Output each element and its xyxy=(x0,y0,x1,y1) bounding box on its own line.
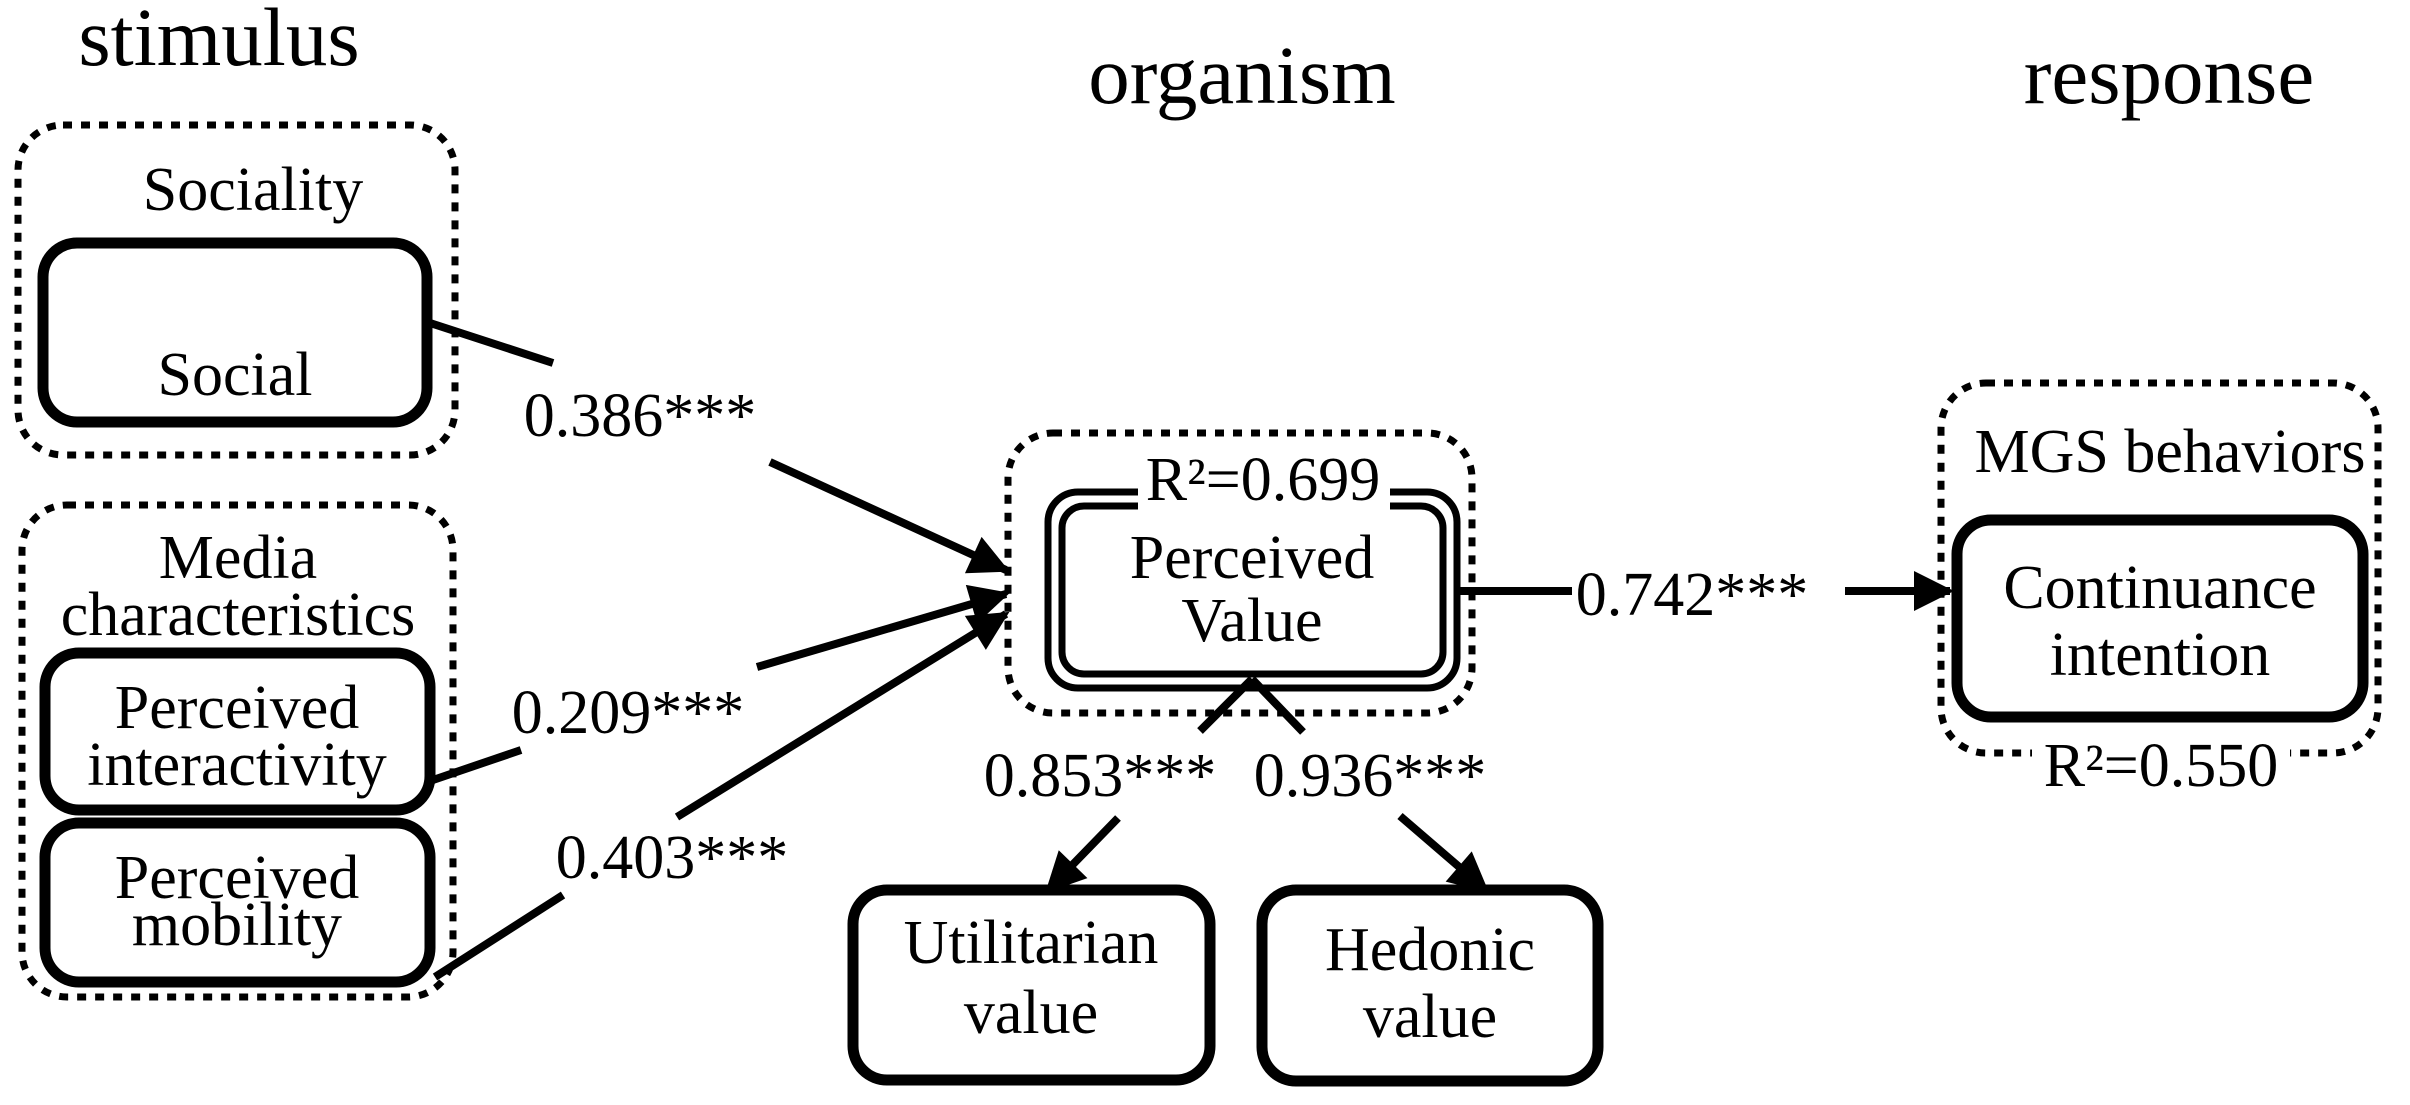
mgs-behaviors-group: MGS behaviors Continuance intention R²=0… xyxy=(1937,379,2382,800)
mgs-r-squared-mask xyxy=(2032,738,2290,796)
coefficient-mobility-to-perceived-value: 0.403*** xyxy=(556,824,789,892)
sociality-group-title: Sociality xyxy=(143,156,363,224)
continuance-intention-node-box xyxy=(1951,514,2369,723)
path-perceived-value-to-continuance: 0.742*** xyxy=(1457,561,1954,629)
utilitarian-value-label-line2: value xyxy=(964,979,1098,1047)
continuance-intention-label-line1: Continuance xyxy=(2003,554,2316,622)
hedonic-value-label-line2: value xyxy=(1363,983,1497,1051)
perceived-value-label-line1: Perceived xyxy=(1130,524,1374,592)
coefficient-perceived-value-to-continuance: 0.742*** xyxy=(1576,561,1809,629)
path-interactivity-segment-1 xyxy=(431,746,523,784)
path-hedonic-leg xyxy=(1249,676,1306,735)
mgs-behaviors-r-squared: R²=0.550 xyxy=(2044,732,2278,800)
utilitarian-value-node-box xyxy=(847,884,1216,1086)
media-characteristics-title-line2: characteristics xyxy=(61,581,416,649)
perceived-interactivity-label-line2: interactivity xyxy=(87,731,387,799)
coefficient-social-to-perceived-value: 0.386*** xyxy=(524,382,757,450)
media-characteristics-group: Media characteristics Perceived interact… xyxy=(18,501,457,1001)
media-characteristics-title-line1: Media xyxy=(159,524,317,592)
hedonic-value-node: Hedonic value xyxy=(1256,884,1604,1087)
path-hedonic-arrow xyxy=(1397,812,1490,894)
media-characteristics-group-border xyxy=(18,501,457,1001)
social-node-box xyxy=(37,237,433,428)
coefficient-perceived-value-to-hedonic: 0.936*** xyxy=(1254,742,1487,810)
perceived-value-label-line2: Value xyxy=(1181,587,1322,655)
utilitarian-value-label-line1: Utilitarian xyxy=(904,909,1159,977)
path-perceived-value-to-utilitarian: 0.853*** xyxy=(984,676,1255,893)
hedonic-value-label-line1: Hedonic xyxy=(1325,916,1535,984)
hedonic-value-node-box xyxy=(1256,884,1604,1087)
continuance-intention-label-line2: intention xyxy=(2050,621,2270,689)
path-interactivity-to-perceived-value: 0.209*** xyxy=(431,584,1010,784)
path-mobility-to-perceived-value: 0.403*** xyxy=(432,610,1010,981)
perceived-mobility-label-line1: Perceived xyxy=(115,844,359,912)
utilitarian-value-node: Utilitarian value xyxy=(847,884,1216,1086)
coefficient-perceived-value-to-utilitarian: 0.853*** xyxy=(984,742,1217,810)
coefficient-interactivity-to-perceived-value: 0.209*** xyxy=(512,679,745,747)
path-social-segment-2-arrow xyxy=(768,458,1010,574)
perceived-mobility-label-line2: mobility xyxy=(132,891,342,959)
path-mobility-segment-1 xyxy=(432,891,566,981)
path-social-segment-1 xyxy=(425,318,555,367)
path-mobility-segment-2-arrow xyxy=(674,610,1010,821)
sociality-group-border xyxy=(14,121,459,459)
perceived-value-r-squared: R²=0.699 xyxy=(1146,446,1380,514)
sociality-group: Sociality Social xyxy=(14,121,459,459)
stage-heading-organism: organism xyxy=(1088,29,1395,121)
stage-heading-stimulus: stimulus xyxy=(78,0,359,83)
path-utilitarian-arrow xyxy=(1045,815,1121,893)
perceived-mobility-node-box xyxy=(39,817,436,988)
path-interactivity-segment-2-arrow xyxy=(755,584,1010,671)
path-social-to-perceived-value: 0.386*** xyxy=(425,318,1010,574)
social-node-label: Social xyxy=(158,341,313,409)
perceived-interactivity-label-line1: Perceived xyxy=(115,674,359,742)
perceived-interactivity-node-box xyxy=(39,647,436,816)
path-utilitarian-leg xyxy=(1197,676,1255,734)
path-perceived-value-to-hedonic: 0.936*** xyxy=(1249,676,1490,894)
r-squared-mask xyxy=(1138,452,1390,514)
perceived-value-group: R²=0.699 Perceived Value xyxy=(1004,429,1476,717)
mgs-behaviors-title: MGS behaviors xyxy=(1975,418,2366,486)
stage-heading-response: response xyxy=(2024,29,2314,121)
